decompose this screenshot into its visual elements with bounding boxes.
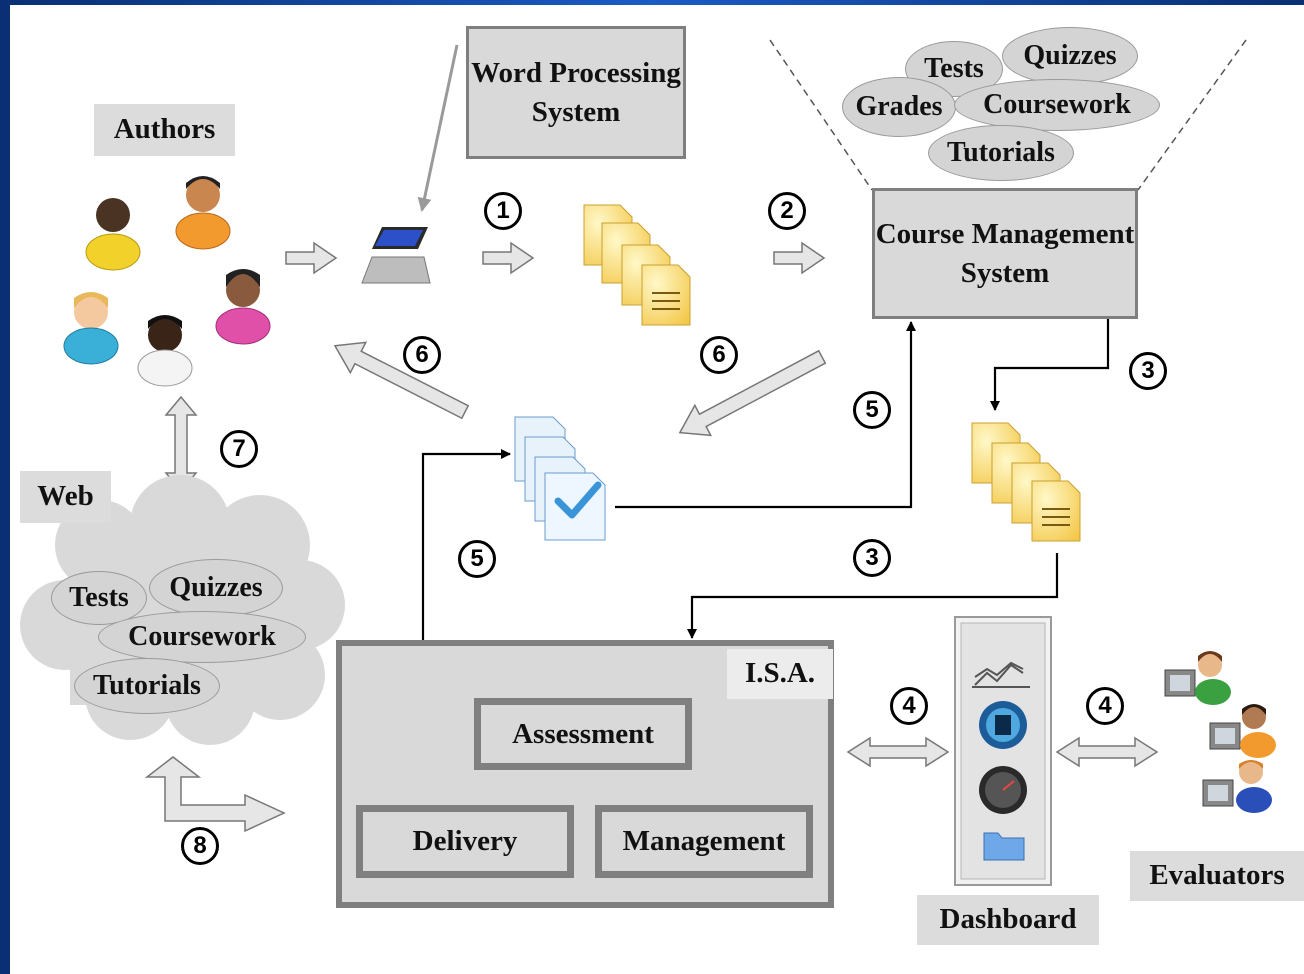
web-label: Web — [20, 471, 111, 523]
step-5-badge: 5 — [853, 391, 891, 429]
web-oval-quizzes: Quizzes — [149, 559, 283, 617]
step-3-badge: 3 — [1129, 352, 1167, 390]
evaluator-computer-icon — [1202, 760, 1272, 813]
management-box: Management — [595, 805, 813, 878]
cms-oval-quizzes: Quizzes — [1002, 27, 1138, 85]
web-isa-bent-arrow — [144, 756, 286, 833]
isa-label: I.S.A. — [727, 649, 833, 699]
cms-oval-tutorials: Tutorials — [928, 125, 1074, 181]
checked-to-authors-arrow — [333, 341, 470, 420]
isa-container: I.S.A. Assessment Delivery Management — [336, 640, 834, 908]
evaluator-computer-icon — [1209, 704, 1276, 758]
dashboard-evaluators-double-arrow — [1055, 736, 1159, 768]
funnel-right-line — [1137, 39, 1247, 191]
step-2-badge: 2 — [768, 192, 806, 230]
dashboard-panel-icon — [954, 616, 1052, 886]
step-7-badge: 7 — [220, 430, 258, 468]
step-1-badge: 1 — [484, 192, 522, 230]
docs-to-isa-connector — [687, 553, 1059, 639]
cms-box: Course Management System — [872, 188, 1138, 319]
gauge-icon — [979, 766, 1027, 814]
word-processing-box: Word Processing System — [466, 26, 686, 159]
documents-stack-icon — [583, 204, 691, 326]
checked-to-cms-connector — [615, 321, 916, 509]
step-4-badge: 4 — [1086, 687, 1124, 725]
docs-to-cms-arrow — [773, 241, 826, 275]
step-6-badge: 6 — [700, 336, 738, 374]
step-4-badge: 4 — [890, 687, 928, 725]
author-person-icon — [137, 315, 193, 387]
web-oval-coursework: Coursework — [98, 611, 306, 663]
evaluator-computer-icon — [1164, 651, 1231, 705]
delivery-box: Delivery — [356, 805, 574, 878]
folder-icon — [983, 832, 1025, 861]
step-5-badge: 5 — [458, 540, 496, 578]
cms-to-checked-arrow — [678, 349, 827, 437]
chart-icon — [972, 661, 1030, 688]
diagram-canvas: Authors Web Word Processing System Cours… — [10, 5, 1304, 974]
step-6-badge: 6 — [403, 336, 441, 374]
funnel-left-line — [769, 39, 873, 191]
isa-dashboard-double-arrow — [846, 736, 950, 768]
authors-label: Authors — [94, 104, 235, 156]
laptop-icon — [361, 227, 431, 284]
evaluators-label: Evaluators — [1130, 851, 1304, 901]
dashboard-label: Dashboard — [917, 895, 1099, 945]
database-icon — [979, 701, 1027, 749]
laptop-to-docs-arrow — [482, 241, 535, 275]
author-person-icon — [63, 292, 119, 365]
documents-stack-icon — [971, 422, 1081, 542]
author-person-icon — [175, 176, 231, 250]
cms-to-docs-connector — [990, 314, 1110, 411]
wps-to-laptop-arrow — [417, 44, 459, 212]
cms-oval-grades: Grades — [842, 77, 956, 137]
step-8-badge: 8 — [181, 827, 219, 865]
web-oval-tutorials: Tutorials — [74, 658, 220, 714]
author-person-icon — [215, 269, 271, 345]
web-oval-tests: Tests — [51, 571, 147, 625]
cms-oval-coursework: Coursework — [954, 79, 1160, 131]
author-person-icon — [85, 198, 141, 271]
checked-documents-icon — [514, 416, 606, 541]
step-3-badge: 3 — [853, 539, 891, 577]
authors-to-laptop-arrow — [285, 241, 338, 275]
isa-to-checked-connector — [421, 449, 511, 648]
assessment-box: Assessment — [474, 698, 692, 770]
